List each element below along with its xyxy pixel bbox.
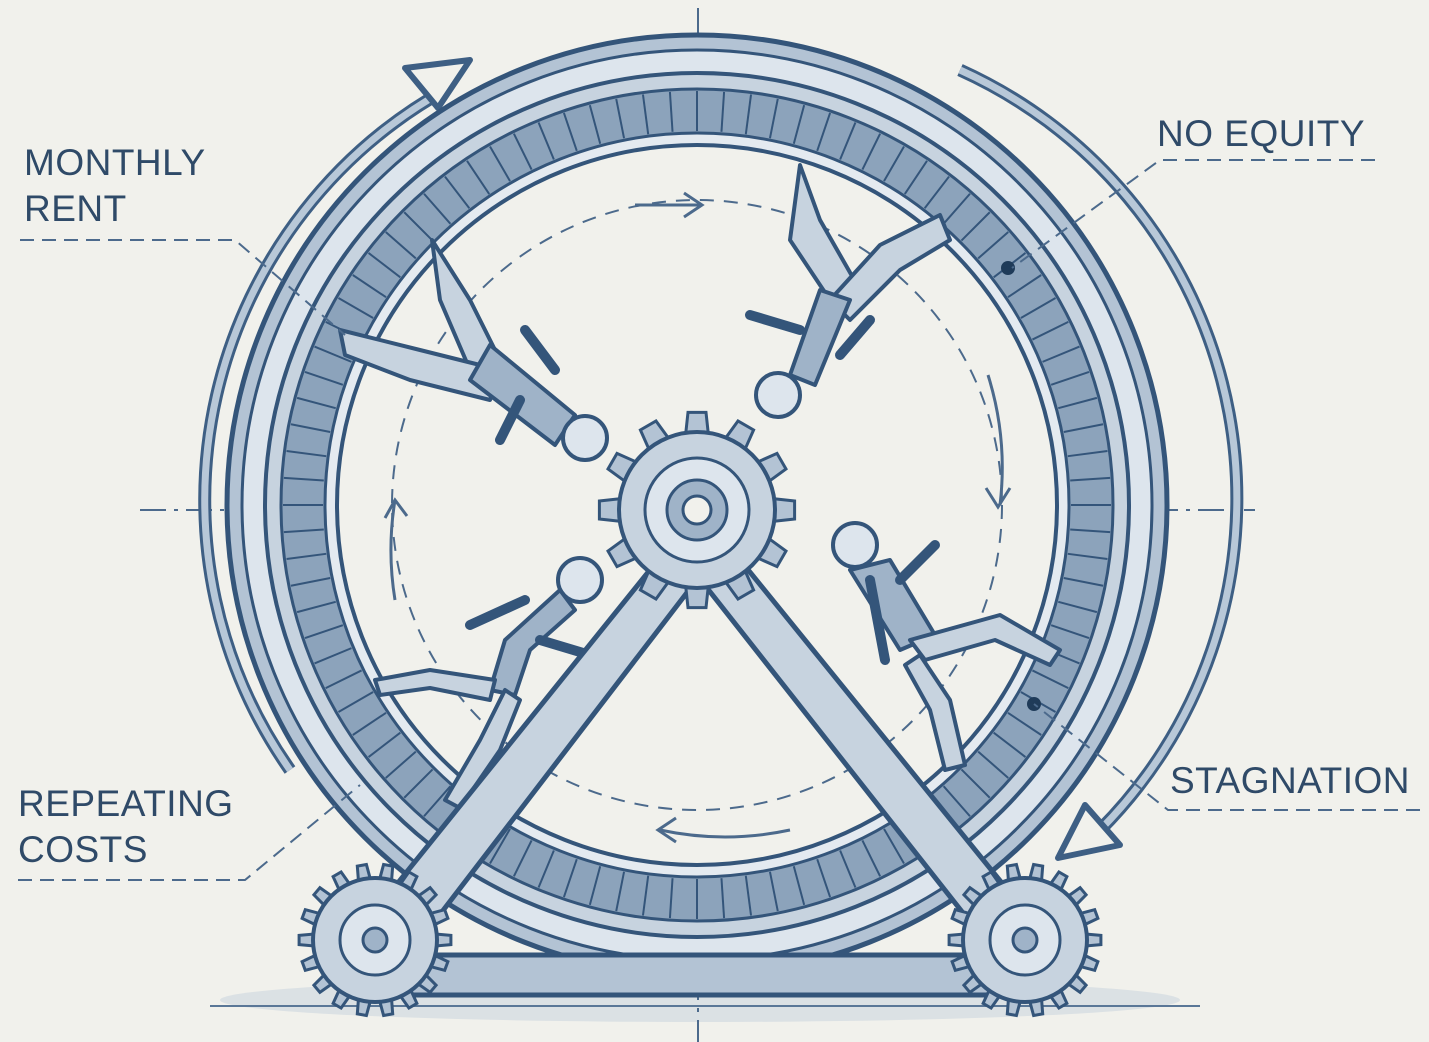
label-stagnation: STAGNATION xyxy=(1170,758,1410,804)
label-repeating-costs: REPEATING COSTS xyxy=(18,781,234,873)
label-repeating-costs-line-1: REPEATING xyxy=(18,781,234,827)
label-monthly-rent: MONTHLY RENT xyxy=(24,140,206,232)
label-no-equity: NO EQUITY xyxy=(1157,111,1365,157)
label-monthly-rent-line-2: RENT xyxy=(24,186,206,232)
label-repeating-costs-line-2: COSTS xyxy=(18,827,234,873)
label-monthly-rent-line-1: MONTHLY xyxy=(24,140,206,186)
